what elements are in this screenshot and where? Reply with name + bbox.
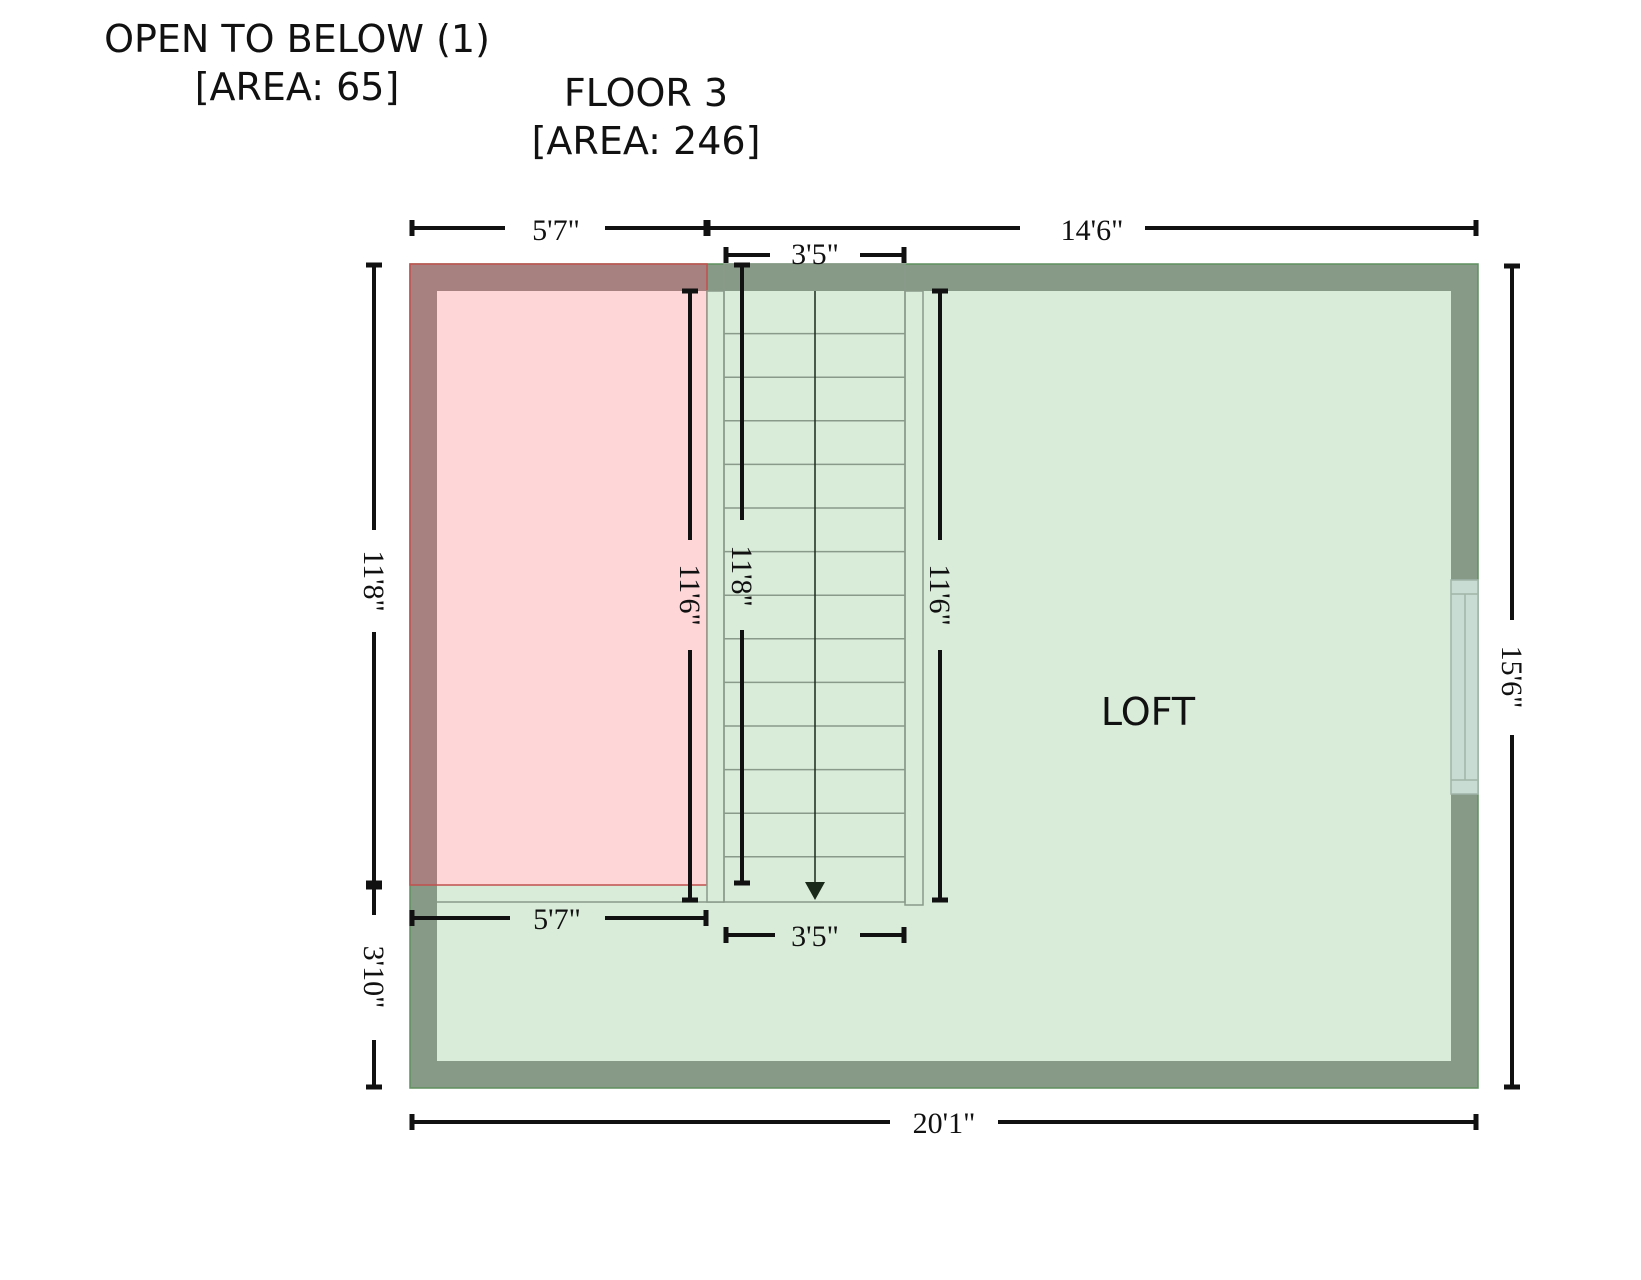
room-label-loft: LOFT [1101,690,1196,734]
dim-label: 11'6" [923,564,956,626]
stair-rail-right [904,290,924,906]
stair-outline [723,263,906,903]
dim-stair-bottom: 3'5" [723,920,907,953]
dim-label: 11'8" [725,545,758,607]
dim-open-inner: 11'6" [673,288,706,903]
dim-overall-width: 20'1" [409,1107,1479,1140]
dim-open-bottom: 5'7" [409,903,709,936]
dim-label: 11'8" [357,550,390,612]
dim-top-left: 5'7" [409,214,709,247]
open-to-below-area: [AREA: 65] [195,65,400,109]
dim-label: 3'10" [357,946,390,1009]
dim-label: 14'6" [1061,214,1124,247]
dim-label: 5'7" [532,214,580,247]
dim-label: 5'7" [533,903,581,936]
dim-overall-height: 15'6" [1495,263,1528,1090]
dim-stair-right: 11'6" [923,288,956,903]
dim-label: 11'6" [673,564,706,626]
dim-top-right: 14'6" [705,214,1479,247]
dim-left-lower: 3'10" [357,884,390,1090]
floor-title: FLOOR 3 [564,71,728,115]
dim-label: 3'5" [791,238,839,271]
stair-arrow-icon [805,882,825,900]
dim-label: 20'1" [913,1107,976,1140]
dim-left-upper: 11'8" [357,262,390,886]
dim-stair-top: 3'5" [723,238,907,271]
dim-label: 3'5" [791,920,839,953]
open-to-below-title: OPEN TO BELOW (1) [104,17,490,61]
open-to-below-area [437,291,707,885]
stair-rail-left [706,290,725,903]
dim-label: 15'6" [1495,646,1528,709]
floor-area: [AREA: 246] [532,119,761,163]
dim-stair-inner: 11'8" [725,262,758,886]
